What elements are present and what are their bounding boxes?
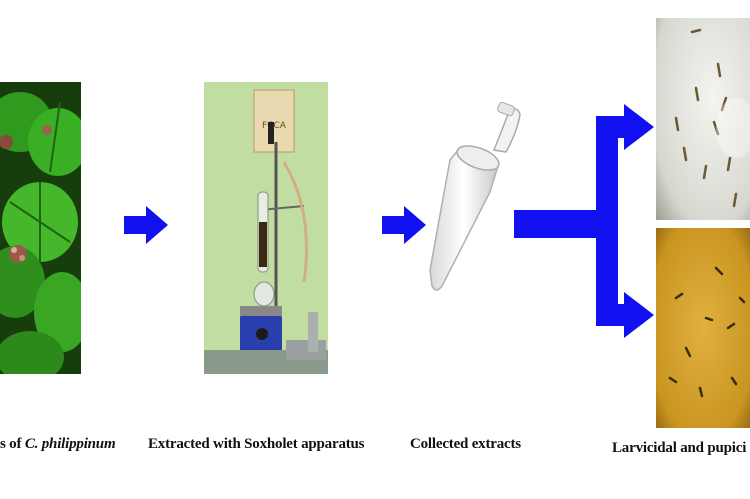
soxhlet-apparatus-photo: FCCA	[204, 82, 328, 374]
caption-collected: Collected extracts	[410, 436, 521, 453]
caption-extraction: Extracted with Soxholet apparatus	[148, 436, 364, 453]
arrow-right-icon	[382, 206, 426, 244]
plant-photo	[0, 82, 81, 374]
caption-assay: Larvicidal and pupici	[612, 440, 746, 457]
branch-arrow-icon	[514, 98, 656, 344]
caption-plant: s of C. philippinum	[0, 436, 115, 453]
microtube-icon	[428, 100, 524, 296]
larvae-dish-photo-bottom	[656, 228, 750, 428]
species-name: C. philippinum	[25, 436, 116, 452]
apparatus-sign: FCCA	[262, 121, 287, 131]
larvae-dish-photo-top	[656, 18, 750, 220]
arrow-right-icon	[124, 206, 168, 244]
